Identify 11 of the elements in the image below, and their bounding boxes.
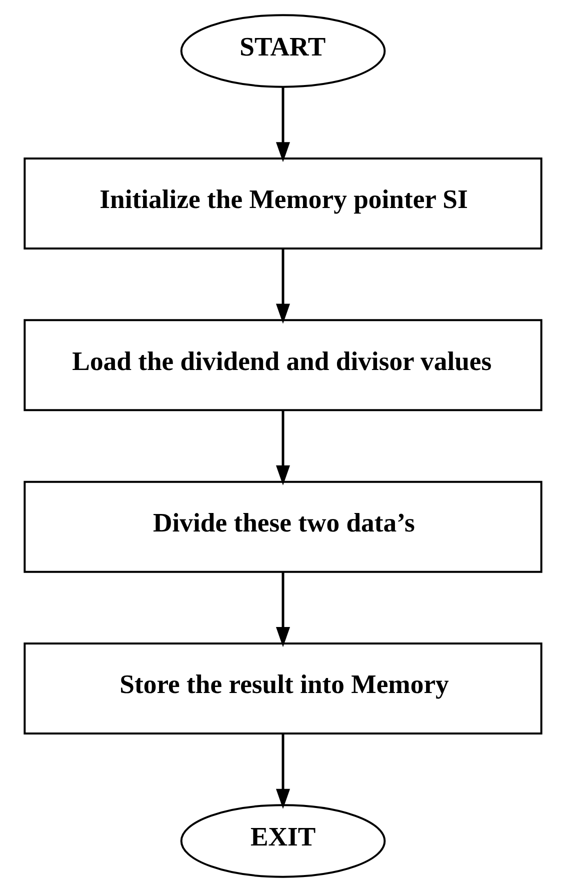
node-box: Initialize the Memory pointer SI — [24, 158, 542, 250]
arrow — [276, 572, 290, 648]
arrow — [276, 87, 290, 162]
node-ellipse: EXIT — [180, 804, 386, 878]
node-box: Store the result into Memory — [24, 642, 542, 734]
arrow — [276, 248, 290, 324]
arrow — [276, 410, 290, 486]
node-ellipse: START — [180, 14, 386, 88]
node-box: Divide these two data’s — [24, 480, 542, 573]
arrow — [276, 734, 290, 809]
node-box: Load the dividend and divisor values — [24, 319, 542, 412]
